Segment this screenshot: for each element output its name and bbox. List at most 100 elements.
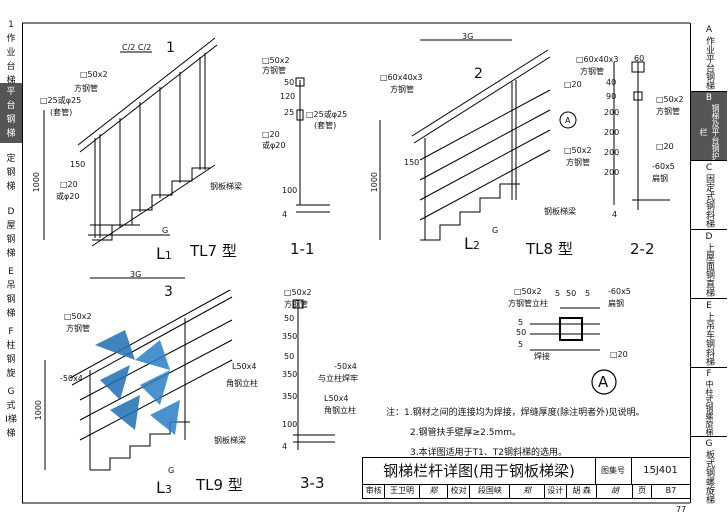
tl8-dim-1000: 1000 (370, 172, 379, 193)
sig-page-number: B7 (665, 486, 677, 495)
s33-label-a: □50x2 (284, 288, 312, 297)
sig-design-name: 胡 森 (567, 484, 598, 498)
s22-dim-200d: 200 (604, 168, 620, 177)
sig-review-name: 王卫明 (385, 484, 420, 498)
tl8-section-mark: 2 (474, 66, 483, 82)
s11-label-a: □50x2 (262, 56, 290, 65)
detail-a-label-f: □20 (610, 350, 628, 359)
tl7-section-mark: 1 (166, 40, 175, 56)
sig-review-label: 审核 (363, 484, 386, 498)
s33-dim-50a: 50 (284, 314, 295, 323)
tl8-label-d: □50x2 (564, 146, 592, 155)
tl9-section-mark: 3 (164, 284, 173, 300)
s11-label-d: (套管) (314, 121, 337, 130)
sig-design-signature: 胡 (597, 484, 634, 498)
tl8-label-a: □60x40x3 (380, 73, 423, 82)
tl7-railing-drawing (43, 37, 218, 247)
atlas-label: 图集号 (595, 458, 632, 485)
s33-dim-350c: 350 (282, 392, 298, 401)
notes: 注：1.钢材之间的连接均为焊接，焊缝厚度(除注明者外)见说明。 2.钢管扶手壁厚… (386, 403, 645, 463)
s33-dim-4: 4 (282, 442, 288, 451)
tl9-dim-1000: 1000 (34, 400, 43, 421)
s33-label-b: 方钢管 (284, 300, 308, 309)
s22-label-a: □60x40x3 (576, 55, 619, 64)
s22-label-g: 扁钢 (652, 174, 668, 183)
tl9-label-d: L50x4 (232, 362, 257, 371)
s22-dim-200a: 200 (604, 108, 620, 117)
s11-dim-100: 100 (282, 186, 298, 195)
detail-a-label-d: 扁钢 (608, 299, 624, 308)
detail-a-dim-50: 50 (566, 289, 577, 298)
tl8-dim-150: 150 (404, 158, 420, 167)
s33-dim-100: 100 (282, 420, 298, 429)
detail-a-side-5a: 5 (518, 318, 524, 327)
tl8-dim-3g: 3G (462, 32, 474, 41)
s22-dim-4: 4 (612, 210, 618, 219)
s22-label-d: 方钢管 (656, 107, 680, 116)
detail-a-dim-5b: 5 (585, 289, 591, 298)
note-1: 注：1.钢材之间的连接均为焊接，焊缝厚度(除注明者外)见说明。 (386, 408, 645, 418)
detail-a-side-5b: 5 (518, 340, 524, 349)
left-tab-c[interactable]: 定钢梯 (6, 154, 16, 192)
tl7-label-pipe: □25或φ25 (40, 96, 82, 105)
detail-a-label-e: 焊接 (534, 352, 550, 361)
atlas-number: 15J401 (631, 458, 690, 485)
tl9-label-b: 方钢管 (66, 324, 90, 333)
tl9-title: TL9 型 (196, 476, 243, 494)
s22-dim-200c: 200 (604, 148, 620, 157)
tl7-label-bar2: 或φ20 (56, 192, 80, 201)
section-2-2-drawing (613, 61, 670, 210)
s33-label-d: 与立柱焊牢 (318, 374, 358, 383)
detail-a-label-a: □50x2 (514, 287, 542, 296)
s11-label-e: □20 (262, 130, 280, 139)
s33-label-f: 角钢立柱 (324, 406, 356, 415)
detail-a-label-b: 方钢管立柱 (508, 299, 548, 308)
tl7-label-pipe2: (套管) (50, 108, 73, 117)
page-mark: 77 (676, 505, 687, 514)
s11-dim-4: 4 (282, 210, 288, 219)
s11-label-c: □25或φ25 (306, 110, 348, 119)
sig-review-signature: 郑 (420, 484, 448, 498)
tl9-dim-3g: 3G (130, 270, 142, 279)
tl7-label-bar: □20 (60, 180, 78, 189)
s22-dim-200b: 200 (604, 128, 620, 137)
s33-label-e: L50x4 (324, 394, 349, 403)
section-1-1-drawing (295, 77, 330, 213)
tl9-label-plate: 钢板梯梁 (214, 436, 246, 445)
tl8-label-plate: 钢板梯梁 (544, 207, 576, 216)
detail-a-dim-5a: 5 (555, 289, 561, 298)
s33-label-c: -50x4 (334, 362, 357, 371)
s22-dim-top: 60 (634, 54, 645, 63)
tl8-label-e: 方钢管 (566, 158, 590, 167)
s11-dim-50: 50 (284, 78, 295, 87)
left-tab-b[interactable]: 平台钢梯 (0, 83, 22, 143)
tl9-label-a: □50x2 (64, 312, 92, 321)
s11-title: 1-1 (290, 240, 315, 258)
tl7-label-rail: □50x2 (80, 70, 108, 79)
sig-check-label: 校对 (448, 484, 471, 498)
sig-check-signature: 郑 (510, 484, 545, 498)
s22-label-c: □50x2 (656, 95, 684, 104)
section-3-3-drawing (292, 299, 335, 450)
tl9-label-e: 角钢立柱 (226, 379, 258, 388)
tl8-circle-a: A (565, 116, 571, 125)
s22-dim-90: 90 (606, 92, 617, 101)
s11-dim-120: 120 (280, 92, 296, 101)
tl7-label-g: G (162, 226, 169, 235)
tl9-label-c: -50x4 (60, 374, 83, 383)
